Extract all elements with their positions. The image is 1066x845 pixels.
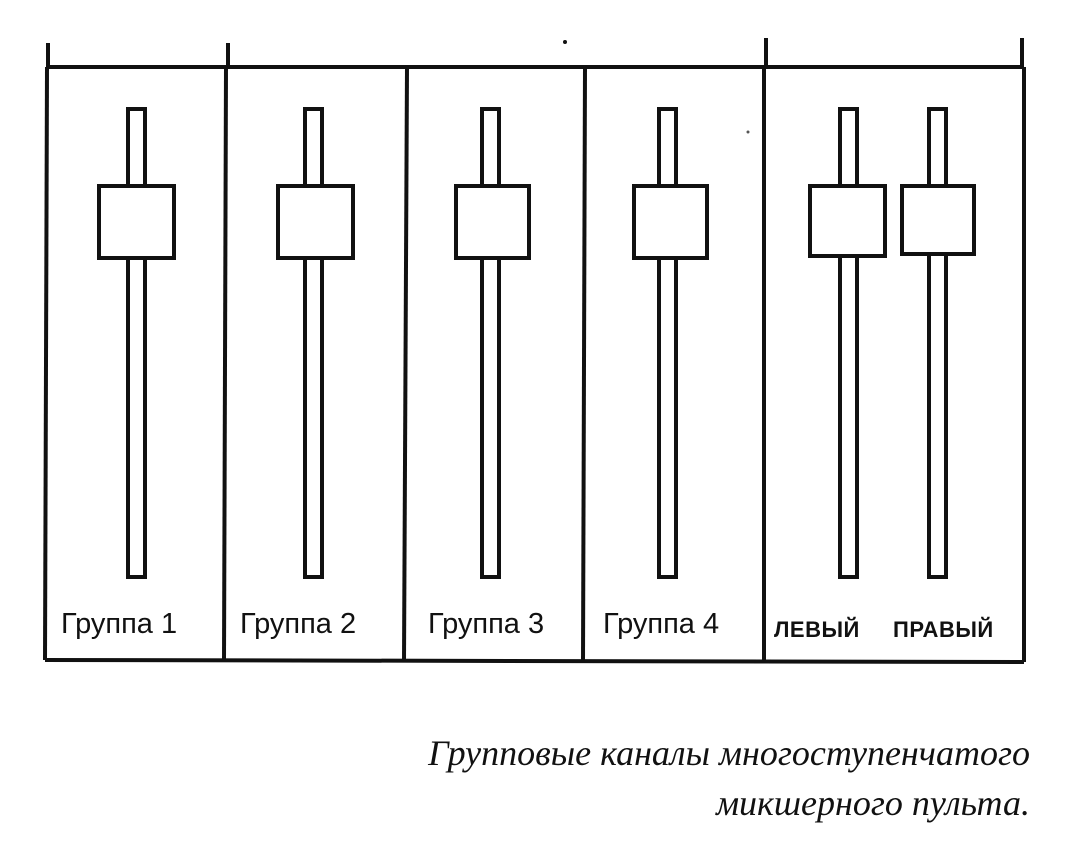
label-group-1: Группа 1 <box>61 608 178 640</box>
fader-knob[interactable] <box>808 184 887 258</box>
fader-right[interactable] <box>900 107 976 579</box>
fader-track <box>126 107 147 579</box>
fader-knob[interactable] <box>632 184 709 260</box>
caption-line-1: Групповые каналы многоступенчатого <box>428 733 1030 773</box>
channel-divider <box>222 66 228 662</box>
label-group-2: Группа 2 <box>240 608 357 640</box>
fader-track <box>657 107 678 579</box>
fader-track <box>838 107 859 579</box>
channel-divider <box>402 66 409 662</box>
label-group-4: Группа 4 <box>603 608 720 640</box>
mixer-panel-diagram <box>43 38 1026 664</box>
speck <box>563 40 567 44</box>
fader-track <box>927 107 948 579</box>
channel-divider <box>581 66 587 662</box>
fader-group-4[interactable] <box>632 107 709 579</box>
fader-group-2[interactable] <box>276 107 355 579</box>
fader-knob[interactable] <box>276 184 355 260</box>
figure-caption: Групповые каналы многоступенчатого микше… <box>270 728 1030 828</box>
fader-track <box>480 107 501 579</box>
fader-knob[interactable] <box>900 184 976 256</box>
fader-knob[interactable] <box>454 184 531 260</box>
label-group-3: Группа 3 <box>428 608 545 640</box>
label-right: ПРАВЫЙ <box>893 617 994 642</box>
fader-track <box>303 107 324 579</box>
speck <box>746 130 750 134</box>
panel-bottom-edge <box>44 658 1025 664</box>
fader-left[interactable] <box>808 107 887 579</box>
caption-line-2: микшерного пульта. <box>716 783 1030 823</box>
fader-group-3[interactable] <box>454 107 531 579</box>
panel-left-edge <box>43 66 49 661</box>
fader-group-1[interactable] <box>97 107 176 579</box>
label-left: ЛЕВЫЙ <box>774 617 860 642</box>
fader-knob[interactable] <box>97 184 176 260</box>
